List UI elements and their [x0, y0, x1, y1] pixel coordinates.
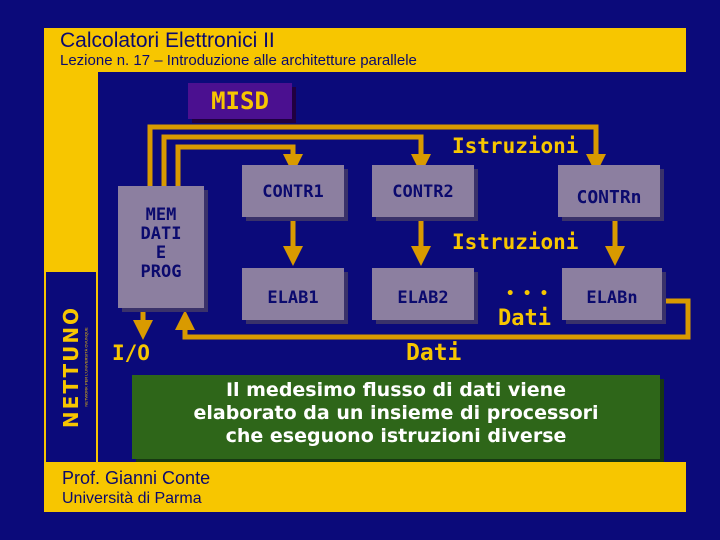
instructions-label-mid: Istruzioni — [452, 230, 579, 254]
instruction-path-contr2 — [161, 134, 431, 186]
university-name: Università di Parma — [62, 490, 202, 507]
author-name: Prof. Gianni Conte — [62, 468, 211, 488]
controller-n-box: CONTRn — [558, 165, 660, 217]
processor-2-box: ELAB2 — [372, 268, 474, 320]
explanation-line: Il medesimo flusso di dati viene — [225, 379, 567, 401]
explanation-line: che eseguono istruzioni diverse — [225, 425, 567, 447]
explanation-box: Il medesimo flusso di dati viene elabora… — [132, 375, 660, 459]
memory-line: DATI — [140, 224, 182, 244]
data-label-mid: Dati — [498, 306, 551, 331]
processor-1-box: ELAB1 — [242, 268, 344, 320]
explanation-line: elaborato da un insieme di processori — [193, 402, 599, 424]
nettuno-logo: NETTUNO NETWORK PER L'UNIVERSITÀ OVUNQUE — [46, 272, 96, 462]
slide-heading: MISD — [188, 83, 292, 119]
left-sidebar: NETTUNO NETWORK PER L'UNIVERSITÀ OVUNQUE — [44, 72, 98, 462]
processor-n-box: ELABn — [562, 268, 662, 320]
data-loop-path — [175, 298, 691, 340]
course-title: Calcolatori Elettronici II — [60, 29, 275, 52]
slide-footer: Prof. Gianni Conte Università di Parma — [44, 462, 686, 512]
instruction-path-contrn — [147, 124, 606, 186]
controller-1-box: CONTR1 — [242, 165, 344, 217]
memory-box: MEM DATI E PROG — [118, 186, 204, 308]
memory-line: PROG — [140, 262, 182, 282]
ellipsis-label: • • • — [506, 286, 549, 302]
controller-2-box: CONTR2 — [372, 165, 474, 217]
memory-line: MEM — [145, 205, 177, 225]
lesson-subtitle: Lezione n. 17 – Introduzione alle archit… — [60, 52, 417, 69]
slide-header: Calcolatori Elettronici II Lezione n. 17… — [44, 28, 686, 72]
data-label-bottom: Dati — [406, 340, 462, 366]
instruction-path-contr1 — [175, 144, 303, 186]
instructions-label-top: Istruzioni — [452, 134, 579, 158]
io-label: I/O — [112, 341, 150, 365]
memory-line: E — [155, 243, 167, 263]
